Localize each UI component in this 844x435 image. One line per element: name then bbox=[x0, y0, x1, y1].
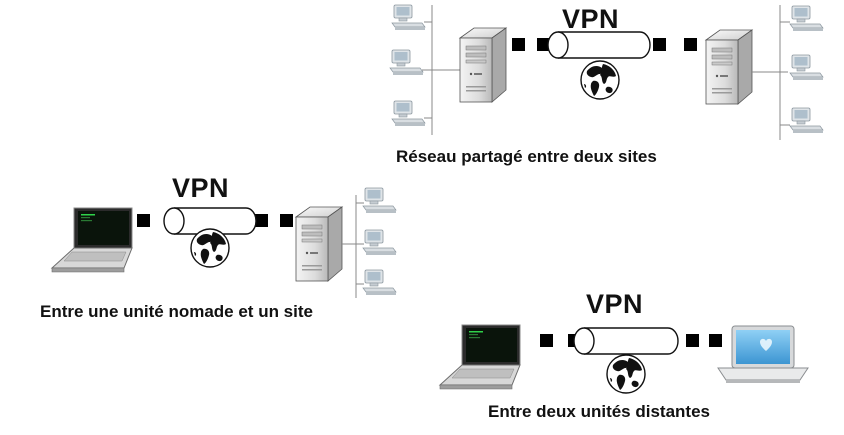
laptop-icon bbox=[439, 324, 521, 390]
server-tower-icon bbox=[459, 27, 507, 103]
link-block bbox=[255, 214, 268, 227]
vpn-label: VPN bbox=[172, 173, 230, 203]
workstation-icon bbox=[362, 187, 397, 214]
caption-nomad-to-site: Entre une unité nomade et un site bbox=[40, 302, 313, 321]
macbook-icon bbox=[717, 325, 809, 383]
link-block bbox=[537, 38, 550, 51]
link-block bbox=[137, 214, 150, 227]
vpn-tunnel-pipe bbox=[547, 31, 651, 59]
vpn-label: VPN bbox=[586, 289, 644, 319]
link-block bbox=[653, 38, 666, 51]
scenario-site-to-site bbox=[389, 4, 824, 140]
server-tower-icon bbox=[295, 206, 343, 282]
link-block bbox=[686, 334, 699, 347]
workstation-icon bbox=[362, 269, 397, 296]
workstation-icon bbox=[789, 5, 824, 32]
vpn-label: VPN bbox=[562, 4, 620, 34]
workstation-icon bbox=[391, 100, 426, 127]
link-block bbox=[540, 334, 553, 347]
workstation-icon bbox=[362, 229, 397, 256]
link-block bbox=[512, 38, 525, 51]
globe-icon bbox=[190, 228, 230, 268]
link-block bbox=[280, 214, 293, 227]
workstation-icon bbox=[389, 49, 424, 76]
workstation-icon bbox=[789, 107, 824, 134]
caption-device-to-device: Entre deux unités distantes bbox=[488, 402, 710, 421]
workstation-icon bbox=[391, 4, 426, 31]
link-block bbox=[709, 334, 722, 347]
scenario-device-to-device bbox=[439, 324, 809, 394]
caption-site-to-site: Réseau partagé entre deux sites bbox=[396, 147, 657, 166]
link-block bbox=[684, 38, 697, 51]
laptop-icon bbox=[51, 207, 133, 273]
workstation-icon bbox=[789, 54, 824, 81]
server-tower-icon bbox=[705, 29, 753, 105]
vpn-tunnel-pipe bbox=[573, 327, 679, 355]
globe-icon bbox=[580, 60, 620, 100]
globe-icon bbox=[606, 354, 646, 394]
scenario-nomad-to-site bbox=[51, 187, 397, 298]
vpn-tunnel-pipe bbox=[163, 207, 257, 235]
